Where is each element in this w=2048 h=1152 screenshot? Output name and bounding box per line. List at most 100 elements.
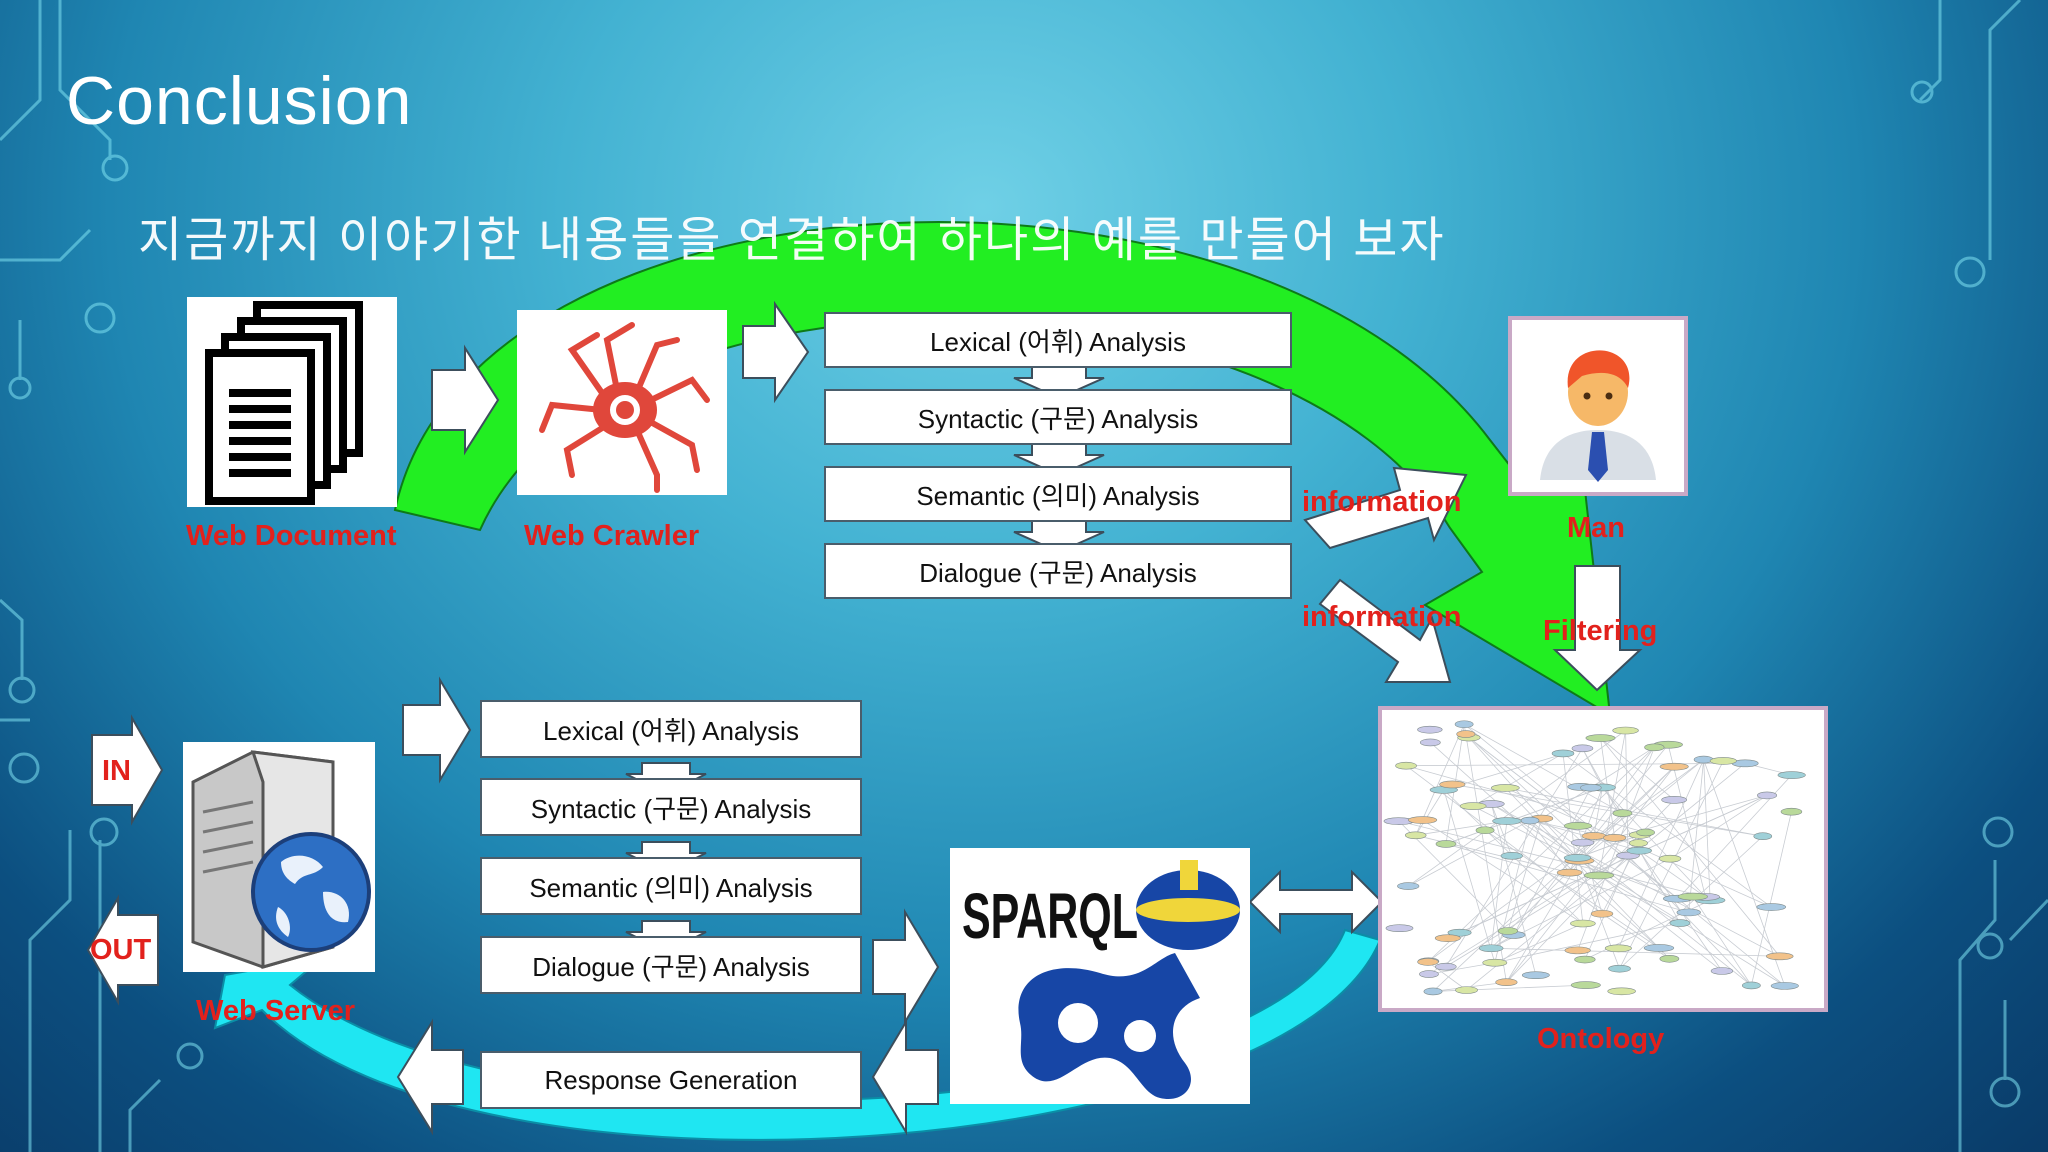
top-lexical-analysis: Lexical (어휘) Analysis xyxy=(824,312,1292,368)
filtering-label: Filtering xyxy=(1543,615,1658,647)
ontology-graph-image xyxy=(1378,706,1828,1012)
web-document-label: Web Document xyxy=(186,520,397,552)
web-server-label: Web Server xyxy=(196,995,356,1027)
ontology-node xyxy=(1757,791,1778,800)
arrow-information-to-man xyxy=(1303,466,1468,550)
ontology-node xyxy=(1417,725,1443,734)
ontology-node xyxy=(1456,730,1476,738)
bottom-dialogue-analysis: Dialogue (구문) Analysis xyxy=(480,936,862,994)
ontology-node xyxy=(1571,744,1594,753)
ontology-node xyxy=(1709,757,1737,765)
bottom-semantic-analysis: Semantic (의미) Analysis xyxy=(480,857,862,915)
arrow-man-to-ontology xyxy=(1552,565,1643,692)
ontology-node xyxy=(1583,871,1615,880)
ontology-node xyxy=(1490,784,1520,792)
ontology-node xyxy=(1629,839,1648,847)
ontology-node xyxy=(1643,944,1675,952)
ontology-node xyxy=(1556,868,1583,877)
ontology-node xyxy=(1434,934,1461,942)
ontology-node xyxy=(1419,738,1441,747)
ontology-node xyxy=(1603,834,1627,842)
man-avatar-icon xyxy=(1508,316,1688,496)
web-crawler-label: Web Crawler xyxy=(524,520,700,552)
ontology-node xyxy=(1661,796,1687,804)
ontology-node xyxy=(1397,882,1420,890)
web-server-icon xyxy=(183,742,375,972)
arrow-pipeline-to-sparql xyxy=(872,908,940,1026)
arrow-information-to-ontology xyxy=(1318,578,1452,683)
ontology-node xyxy=(1710,967,1734,975)
ontology-node xyxy=(1636,828,1655,837)
ontology-node xyxy=(1612,726,1639,735)
ontology-node xyxy=(1659,762,1689,771)
ontology-node xyxy=(1658,854,1682,863)
top-semantic-analysis: Semantic (의미) Analysis xyxy=(824,466,1292,522)
ontology-node xyxy=(1475,826,1495,835)
ontology-node xyxy=(1385,924,1414,932)
information-label-bottom: information xyxy=(1302,601,1462,633)
ontology-node xyxy=(1590,909,1614,918)
ontology-node xyxy=(1407,816,1438,824)
page-title: Conclusion xyxy=(66,63,413,139)
ontology-node xyxy=(1756,903,1787,911)
ontology-node xyxy=(1612,809,1633,818)
top-syntactic-analysis: Syntactic (구문) Analysis xyxy=(824,389,1292,445)
ontology-node xyxy=(1459,802,1487,810)
ontology-node xyxy=(1741,981,1761,990)
ontology-node xyxy=(1478,944,1504,953)
ontology-node xyxy=(1659,954,1680,963)
bottom-lexical-analysis: Lexical (어휘) Analysis xyxy=(480,700,862,758)
arrow-in xyxy=(91,714,164,826)
ontology-node xyxy=(1447,928,1472,937)
sparql-logo-text: SPARQL xyxy=(962,880,1138,952)
ontology-node xyxy=(1753,832,1773,841)
in-label: IN xyxy=(102,755,131,787)
arrow-crawler-to-pipeline xyxy=(742,300,810,404)
web-document-icon xyxy=(187,297,397,507)
ontology-node xyxy=(1604,944,1632,953)
ontology-node xyxy=(1585,734,1616,742)
ontology-node xyxy=(1607,987,1636,996)
arrow-sparql-ontology-bidirectional xyxy=(1248,869,1384,935)
ontology-node xyxy=(1564,946,1591,955)
ontology-node xyxy=(1777,771,1806,779)
ontology-node xyxy=(1608,964,1631,973)
ontology-node xyxy=(1551,749,1575,758)
out-label: OUT xyxy=(90,934,152,966)
arrow-doc-to-crawler xyxy=(431,344,500,456)
ontology-node xyxy=(1570,838,1595,847)
bottom-syntactic-analysis: Syntactic (구문) Analysis xyxy=(480,778,862,836)
ontology-node xyxy=(1434,962,1457,971)
ontology-node xyxy=(1500,852,1523,860)
ontology-node xyxy=(1765,952,1794,961)
arrow-sparql-to-response xyxy=(871,1018,939,1136)
ontology-node xyxy=(1435,840,1457,848)
ontology-node xyxy=(1455,986,1478,994)
ontology-node xyxy=(1482,958,1508,967)
ontology-node xyxy=(1495,978,1518,987)
ontology-node xyxy=(1563,822,1593,830)
ontology-node xyxy=(1570,919,1596,928)
page-subtitle: 지금까지 이야기한 내용들을 연결하여 하나의 예를 만들어 보자 xyxy=(138,214,1446,267)
ontology-node xyxy=(1626,846,1652,855)
ontology-node xyxy=(1644,743,1665,752)
ontology-node xyxy=(1669,919,1691,927)
ontology-node xyxy=(1497,927,1519,935)
arrow-out xyxy=(86,894,159,1006)
ontology-node xyxy=(1419,970,1439,978)
ontology-node xyxy=(1492,817,1522,825)
top-dialogue-analysis: Dialogue (구문) Analysis xyxy=(824,543,1292,599)
spider-icon xyxy=(517,310,727,495)
ontology-node xyxy=(1580,783,1602,792)
information-label-top: information xyxy=(1302,486,1462,518)
ontology-node xyxy=(1520,816,1540,825)
ontology-node xyxy=(1677,892,1708,901)
ontology-node xyxy=(1439,780,1466,789)
sparql-logo: SPARQL xyxy=(950,848,1250,1104)
ontology-node xyxy=(1780,807,1803,816)
ontology-node xyxy=(1570,981,1601,989)
man-label: Man xyxy=(1567,512,1625,544)
arrow-server-to-pipeline xyxy=(402,676,472,784)
ontology-node xyxy=(1581,832,1607,840)
